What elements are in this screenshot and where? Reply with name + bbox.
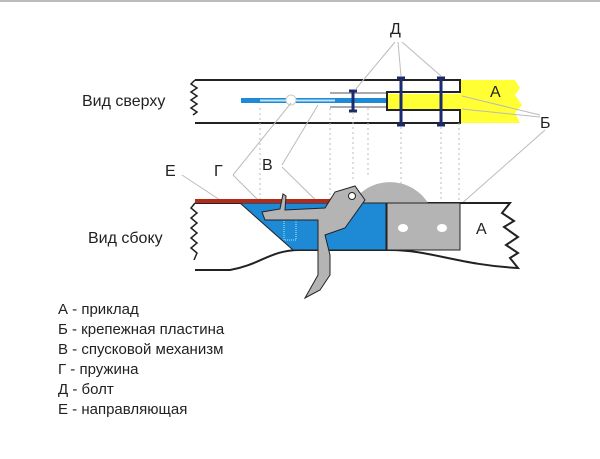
legend-item: Г - пружина xyxy=(58,361,139,378)
label-e: Е xyxy=(165,163,176,180)
trigger xyxy=(261,185,366,300)
bolts xyxy=(349,76,445,127)
legend-item: Д - болт xyxy=(58,381,114,398)
mounting-plate xyxy=(386,202,461,251)
label-d: Д xyxy=(390,21,401,38)
stock-top-yellow xyxy=(460,80,522,123)
label-a-side: А xyxy=(476,221,487,238)
label-a-top: А xyxy=(490,84,501,101)
side-view-label: Вид сбоку xyxy=(88,230,163,247)
top-view-label: Вид сверху xyxy=(82,93,165,110)
sear-arc xyxy=(352,182,428,203)
legend-item: В - спусковой механизм xyxy=(58,341,224,358)
legend-item: Б - крепежная пластина xyxy=(58,321,225,338)
guide-rail xyxy=(195,199,330,203)
legend: А - приклад Б - крепежная пластина В - с… xyxy=(58,300,224,420)
top-view xyxy=(189,76,522,127)
label-v: В xyxy=(262,157,273,174)
label-b: Б xyxy=(540,115,551,132)
side-view xyxy=(189,182,521,300)
label-g: Г xyxy=(214,163,223,180)
legend-item: Е - направляющая xyxy=(58,401,188,418)
legend-item: А - приклад xyxy=(58,301,139,318)
